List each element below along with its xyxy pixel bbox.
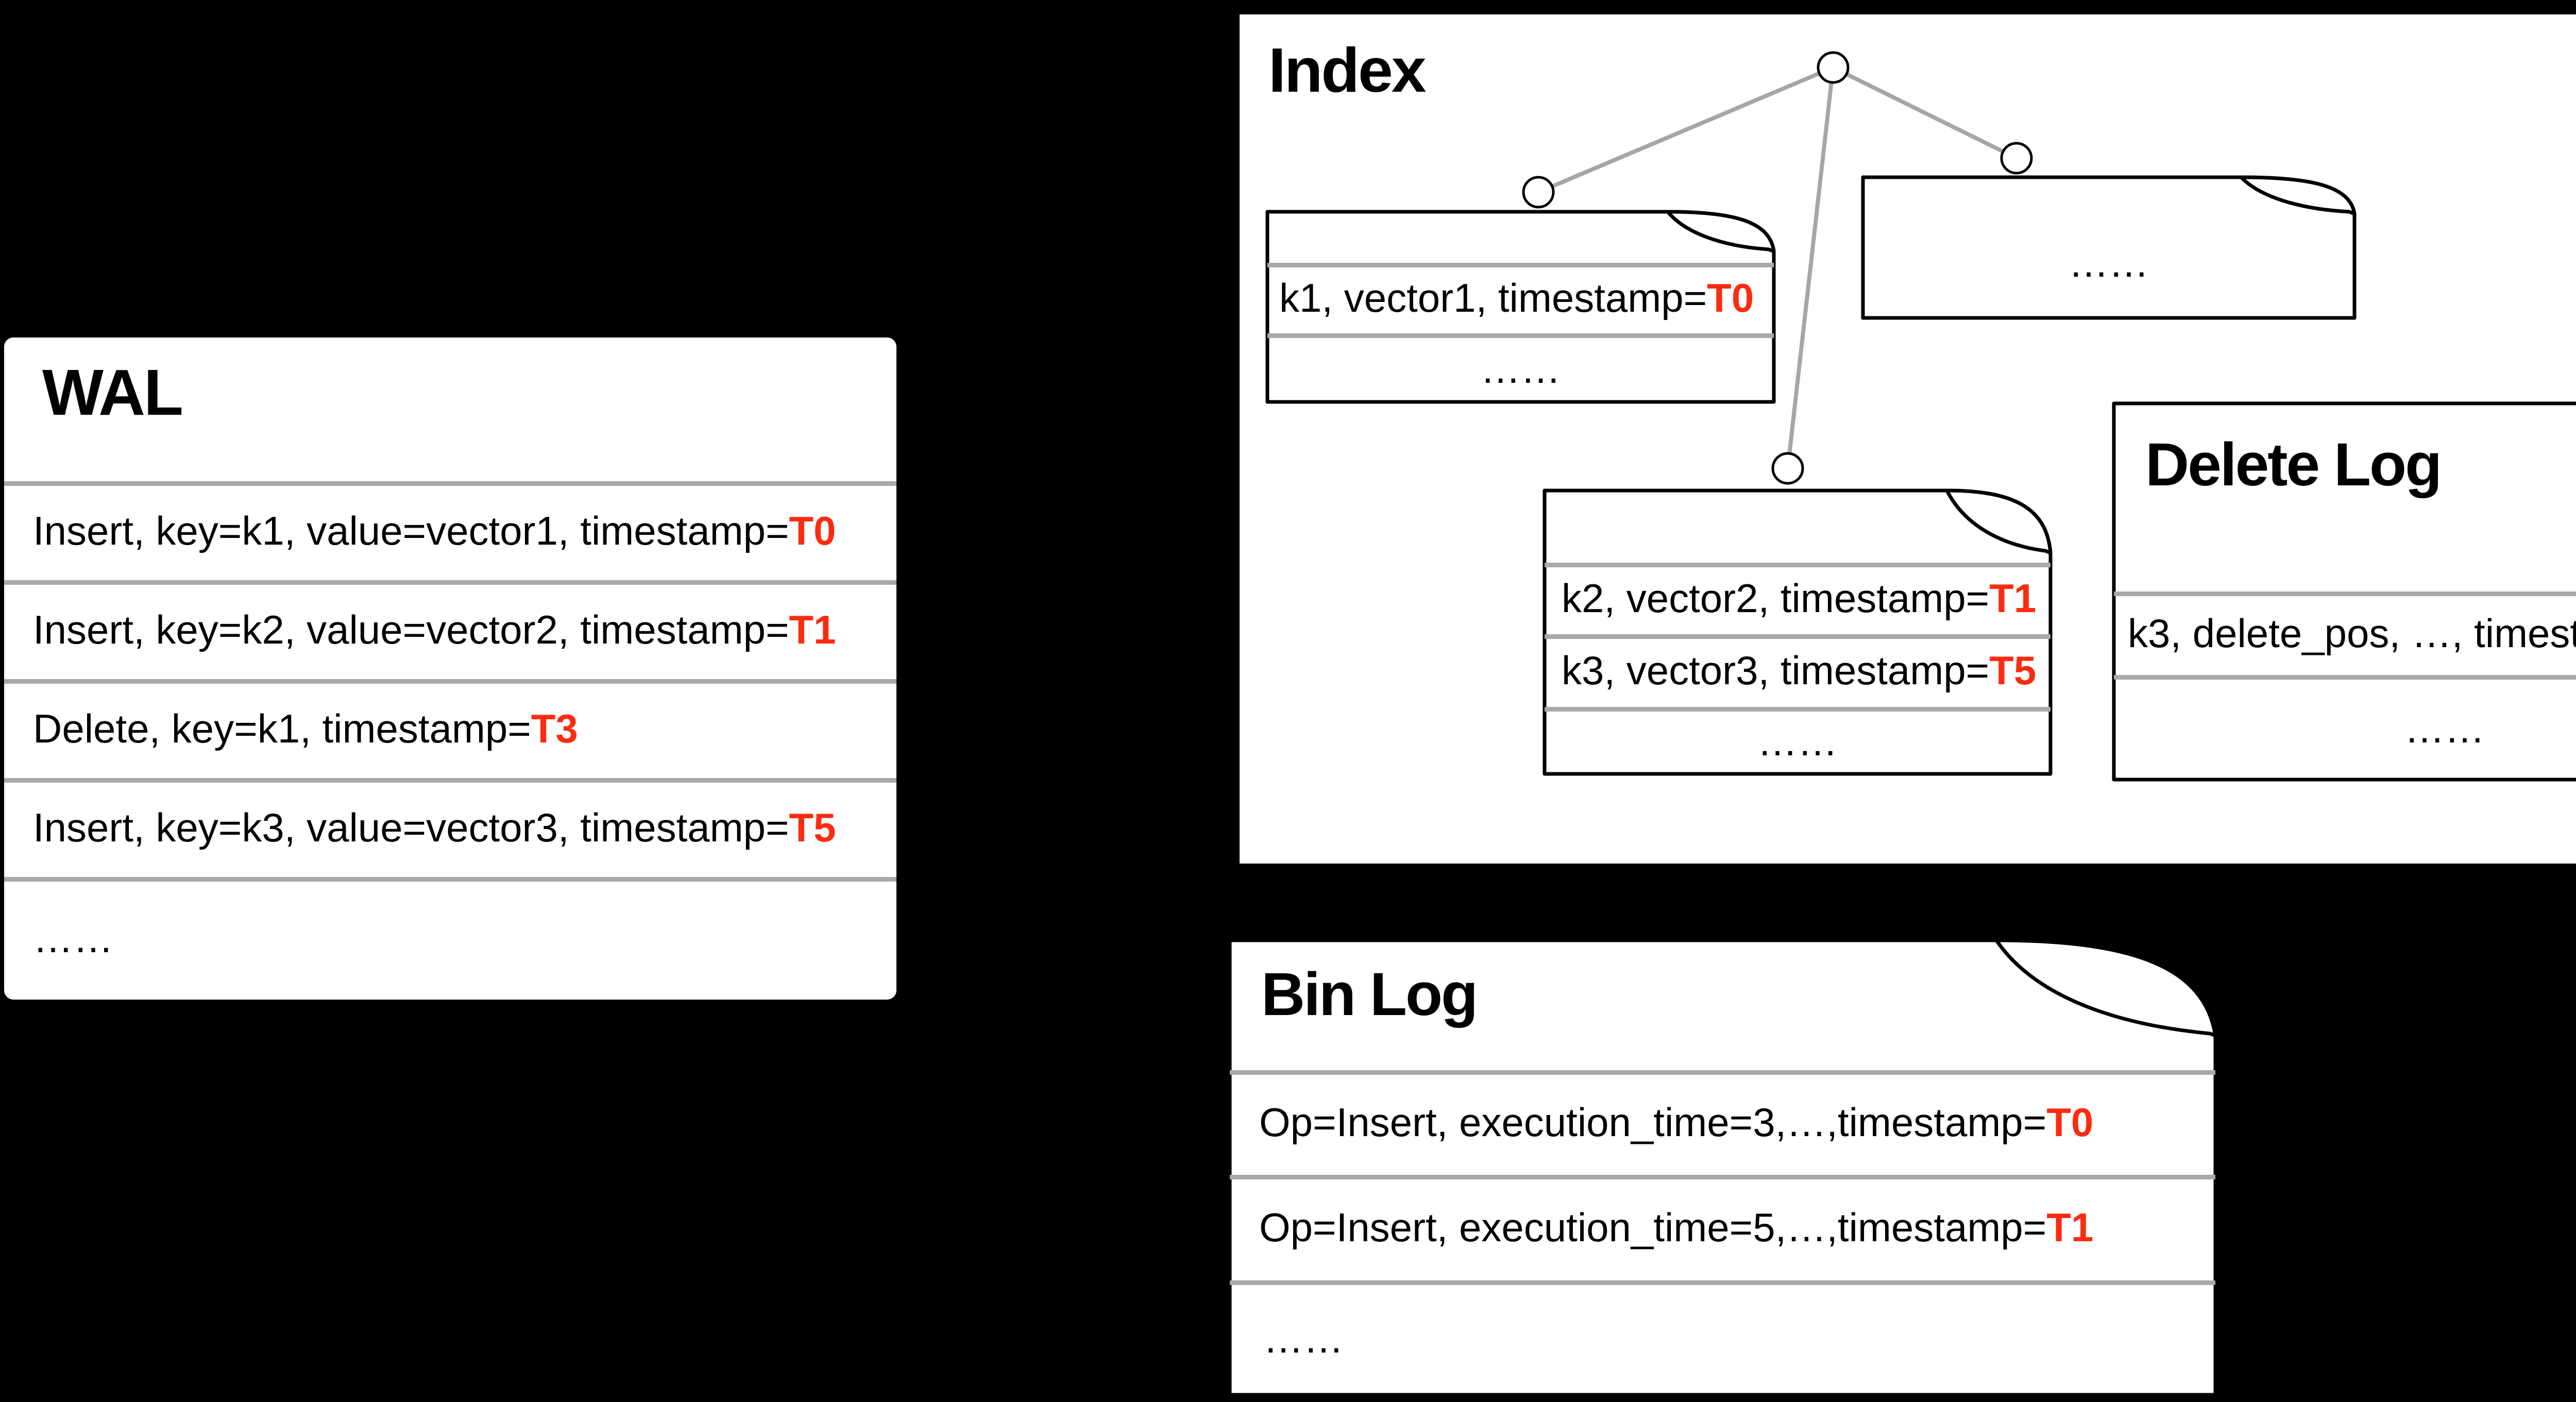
index-segment-k2k3-doc: k2, vector2, timestamp=T1 k3, vector3, t… — [1542, 488, 2053, 776]
document-shape — [1543, 488, 2053, 776]
bin-log-row: Op=Insert, execution_time=3,…,timestamp=… — [1227, 1070, 2218, 1175]
segment-ellipsis-row: …… — [1860, 206, 2357, 320]
timestamp-value: T0 — [1707, 275, 1754, 320]
bin-log-title: Bin Log — [1261, 960, 1478, 1028]
wal-box: WAL Insert, key=k1, value=vector1, times… — [4, 337, 896, 1000]
index-tree — [1522, 51, 2033, 485]
index-segment-k1-doc: k1, vector1, timestamp=T0 …… — [1265, 209, 1776, 404]
wal-divider — [4, 778, 896, 783]
ellipsis-text: …… — [2404, 705, 2485, 751]
timestamp-value: T0 — [789, 508, 836, 553]
doc-folded-corner — [2239, 175, 2357, 216]
log-row-text: Op=Insert, execution_time=5,…,timestamp= — [1259, 1205, 2047, 1250]
segment-divider — [1267, 333, 1774, 338]
document-shape — [1861, 175, 2357, 320]
segment-divider — [1545, 634, 2050, 639]
log-divider — [2114, 592, 2576, 596]
wal-divider — [4, 481, 896, 486]
timestamp-value: T1 — [2046, 1205, 2094, 1250]
ellipsis-text: …… — [33, 915, 113, 961]
segment-row-text: k3, vector3, timestamp= — [1562, 648, 1990, 693]
ellipsis-text: …… — [1480, 346, 1561, 392]
segment-row-text: k1, vector1, timestamp= — [1279, 275, 1707, 320]
wal-row: Insert, key=k2, value=vector2, timestamp… — [4, 580, 896, 679]
timestamp-value: T5 — [1989, 648, 2037, 693]
segment-row: k2, vector2, timestamp=T1 — [1542, 563, 2053, 634]
tree-edge-root-left — [1537, 65, 1834, 194]
bin-log-row: Op=Insert, execution_time=5,…,timestamp=… — [1227, 1175, 2218, 1280]
log-row-text: Op=Insert, execution_time=3,…,timestamp= — [1259, 1100, 2047, 1145]
segment-row: k3, vector3, timestamp=T5 — [1542, 634, 2053, 707]
doc-folded-corner — [1945, 488, 2053, 555]
wal-divider — [4, 580, 896, 585]
wal-row-text: Insert, key=k1, value=vector1, timestamp… — [33, 508, 789, 553]
timestamp-value: T1 — [1989, 576, 2037, 621]
doc-folded-corner — [1666, 210, 1776, 254]
wal-row: Delete, key=k1, timestamp=T3 — [4, 679, 896, 778]
index-title: Index — [1268, 35, 1427, 105]
segment-divider — [1545, 707, 2050, 712]
wal-row-text: Insert, key=k3, value=vector3, timestamp… — [33, 804, 789, 850]
doc-folded-corner — [1994, 938, 2217, 1038]
log-row-text: k3, delete_pos, …, timestamp= — [2128, 610, 2576, 656]
delete-log-title: Delete Log — [2145, 431, 2442, 499]
wal-ellipsis-row: …… — [4, 877, 896, 1000]
delete-log-ellipsis-row: …… — [2111, 675, 2576, 782]
bin-log-ellipsis-row: …… — [1227, 1280, 2218, 1397]
timestamp-value: T3 — [531, 705, 578, 751]
tree-node-left — [1522, 176, 1555, 209]
document-shape — [1265, 210, 1776, 404]
timestamp-value: T5 — [789, 804, 836, 850]
wal-divider — [4, 679, 896, 684]
delete-log-doc: Delete Log k3, delete_pos, …, timestamp=… — [2111, 401, 2576, 782]
segment-divider — [1267, 263, 1774, 267]
ellipsis-text: …… — [1263, 1316, 1344, 1361]
index-segment-more-doc: …… — [1860, 175, 2357, 320]
wal-row: Insert, key=k3, value=vector3, timestamp… — [4, 778, 896, 877]
ellipsis-text: …… — [2069, 240, 2149, 285]
bin-log-doc: Bin Log Op=Insert, execution_time=3,…,ti… — [1227, 938, 2218, 1397]
tree-node-right — [2000, 142, 2033, 175]
log-divider — [2114, 675, 2576, 680]
segment-ellipsis-row: …… — [1542, 707, 2053, 776]
tree-edge-root-right — [1832, 65, 2018, 160]
tree-node-mid — [1771, 452, 1804, 485]
segment-ellipsis-row: …… — [1265, 333, 1776, 404]
timestamp-value: T1 — [789, 606, 836, 652]
log-divider — [1230, 1175, 2215, 1179]
segment-row: k1, vector1, timestamp=T0 — [1265, 263, 1776, 333]
delete-log-row: k3, delete_pos, …, timestamp=T3 — [2111, 592, 2576, 675]
tree-node-root — [1817, 51, 1850, 84]
segment-row-text: k2, vector2, timestamp= — [1562, 576, 1990, 621]
log-divider — [1230, 1280, 2215, 1285]
wal-row-text: Delete, key=k1, timestamp= — [33, 705, 531, 751]
wal-title: WAL — [42, 356, 183, 429]
ellipsis-text: …… — [1757, 719, 1838, 764]
wal-row-text: Insert, key=k2, value=vector2, timestamp… — [33, 606, 789, 652]
wal-row: Insert, key=k1, value=vector1, timestamp… — [4, 481, 896, 580]
tree-edge-root-mid — [1786, 67, 1835, 469]
segment-divider — [1545, 563, 2050, 567]
wal-divider — [4, 877, 896, 882]
timestamp-value: T0 — [2046, 1100, 2094, 1145]
log-divider — [1230, 1070, 2215, 1075]
